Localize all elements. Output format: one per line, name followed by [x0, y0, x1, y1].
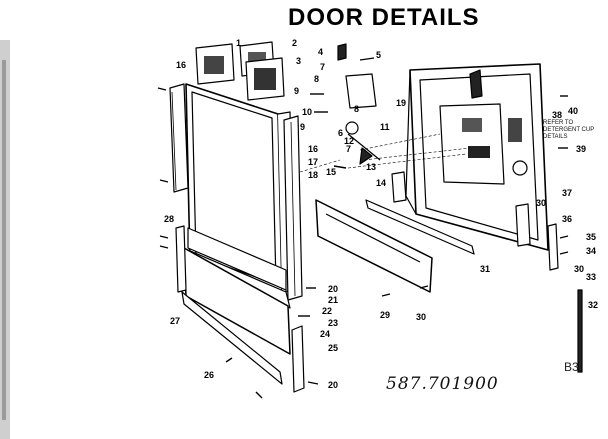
callout-4: 4 [318, 47, 323, 57]
callout-3: 3 [296, 56, 301, 66]
callout-13: 13 [366, 162, 376, 172]
diagram-title: DOOR DETAILS [288, 4, 480, 31]
callout-26: 26 [204, 370, 214, 380]
callout-labels: 1 2 3 4 5 7 8 9 10 9 6 12 8 11 19 7 13 1… [164, 38, 598, 390]
callout-16: 16 [176, 60, 186, 70]
callout-20: 20 [328, 284, 338, 294]
callout-23: 23 [328, 318, 338, 328]
callout-14: 14 [376, 178, 386, 188]
label-plate-3 [245, 57, 285, 101]
callout-12: 12 [344, 136, 354, 146]
callout-30: 30 [416, 312, 426, 322]
callout-30b: 30 [536, 198, 546, 208]
inner-door-liner [405, 63, 549, 251]
callout-8b: 8 [354, 104, 359, 114]
scan-edge [0, 40, 10, 439]
callout-15: 15 [326, 167, 336, 177]
callout-11: 11 [380, 122, 390, 132]
callout-24: 24 [320, 329, 330, 339]
vent-panel [315, 199, 433, 293]
leader-lines [299, 133, 471, 173]
callout-16b: 16 [308, 144, 318, 154]
callout-21: 21 [328, 295, 338, 305]
callout-35: 35 [586, 232, 596, 242]
side-trim-right [283, 115, 303, 301]
callout-20b: 20 [328, 380, 338, 390]
callout-1: 1 [236, 38, 241, 48]
callout-10: 10 [302, 107, 312, 117]
callout-28: 28 [164, 214, 174, 224]
callout-40: 40 [568, 106, 578, 116]
callout-29: 29 [380, 310, 390, 320]
side-bracket-25 [291, 325, 305, 393]
callout-17: 17 [308, 157, 318, 167]
side-bracket-28 [175, 225, 187, 293]
callout-31: 31 [480, 264, 490, 274]
callout-30c: 30 [574, 264, 584, 274]
callout-9: 9 [294, 86, 299, 96]
callout-37: 37 [562, 188, 572, 198]
hinge-arm-37 [547, 223, 559, 271]
callout-8: 8 [314, 74, 319, 84]
callout-5: 5 [376, 50, 381, 60]
callout-27: 27 [170, 316, 180, 326]
callout-18: 18 [308, 170, 318, 180]
side-bracket-14 [391, 171, 407, 203]
callout-36: 36 [562, 214, 572, 224]
detergent-cup-note: REFER TO DETERGENT CUP DETAILS [543, 120, 595, 140]
callout-6: 6 [338, 128, 343, 138]
label-plate-1 [195, 43, 235, 85]
callout-9b: 9 [300, 122, 305, 132]
callout-38: 38 [552, 110, 562, 120]
callout-34: 34 [586, 246, 596, 256]
latch-assembly [337, 43, 381, 165]
page-code: B3 [564, 360, 579, 374]
callout-22: 22 [322, 306, 332, 316]
callout-19: 19 [396, 98, 406, 108]
model-number: 587.701900 [386, 374, 499, 394]
callout-32: 32 [588, 300, 598, 310]
callout-33: 33 [586, 272, 596, 282]
callout-7b: 7 [346, 144, 351, 154]
screws [157, 87, 569, 399]
hinge-bracket-36 [515, 203, 531, 247]
spring-32 [577, 289, 583, 373]
bottom-trim-strip [181, 291, 283, 385]
callout-25: 25 [328, 343, 338, 353]
callout-2: 2 [292, 38, 297, 48]
callout-7: 7 [320, 62, 325, 72]
door-rail [365, 199, 475, 255]
callout-39: 39 [576, 144, 586, 154]
